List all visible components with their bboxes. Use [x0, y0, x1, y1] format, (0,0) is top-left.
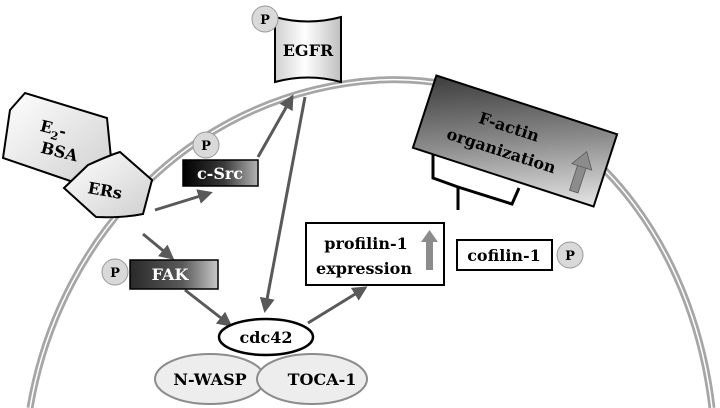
cdc42-node: cdc42	[217, 317, 315, 357]
phospho-label: P	[565, 249, 575, 264]
fak-node: FAK	[129, 259, 219, 290]
up-arrow-icon	[421, 230, 438, 270]
e2-bsa-line1: E2-	[37, 116, 68, 145]
nwasp-label: N-WASP	[173, 370, 246, 389]
arrow-cdc42-to-profilin	[307, 286, 368, 325]
cell-membrane	[26, 76, 716, 408]
csrc-label: c-Src	[197, 164, 243, 183]
e2-bsa-ligand: E2- BSA	[1, 91, 114, 187]
nwasp-node: N-WASP	[154, 353, 266, 405]
egfr-label: EGFR	[283, 41, 334, 60]
phospho-fak: P	[101, 258, 129, 286]
phospho-cofilin: P	[556, 241, 584, 269]
phospho-label: P	[110, 266, 120, 281]
arrow-csrc-to-egfr	[256, 94, 294, 158]
ers-receptor: ERs	[62, 150, 154, 219]
arrow-egfr-to-cdc42	[259, 96, 307, 313]
bracket	[431, 155, 521, 210]
phospho-csrc: P	[192, 131, 220, 159]
fak-label: FAK	[152, 265, 190, 284]
arrow-ers-to-csrc	[154, 189, 213, 212]
cofilin-label: cofilin-1	[467, 246, 541, 265]
profilin-line2: expression	[316, 259, 412, 278]
arrow-fak-to-cdc42	[184, 288, 233, 327]
toca1-label: TOCA-1	[288, 370, 357, 389]
toca1-node: TOCA-1	[256, 353, 368, 405]
cdc42-label: cdc42	[240, 328, 293, 347]
csrc-node: c-Src	[182, 159, 259, 187]
egfr-receptor: EGFR	[274, 15, 342, 84]
arrow-ers-to-fak	[142, 232, 175, 260]
factin-box: F-actin organization	[411, 74, 619, 208]
phospho-label: P	[201, 139, 211, 154]
profilin-box: profilin-1 expression	[305, 222, 445, 286]
pathway-arrows	[142, 94, 368, 327]
phospho-egfr: P	[251, 5, 279, 33]
profilin-line1: profilin-1	[324, 234, 407, 253]
phospho-label: P	[260, 13, 270, 28]
up-arrow-icon	[568, 150, 593, 194]
cofilin-node: cofilin-1	[456, 239, 553, 271]
